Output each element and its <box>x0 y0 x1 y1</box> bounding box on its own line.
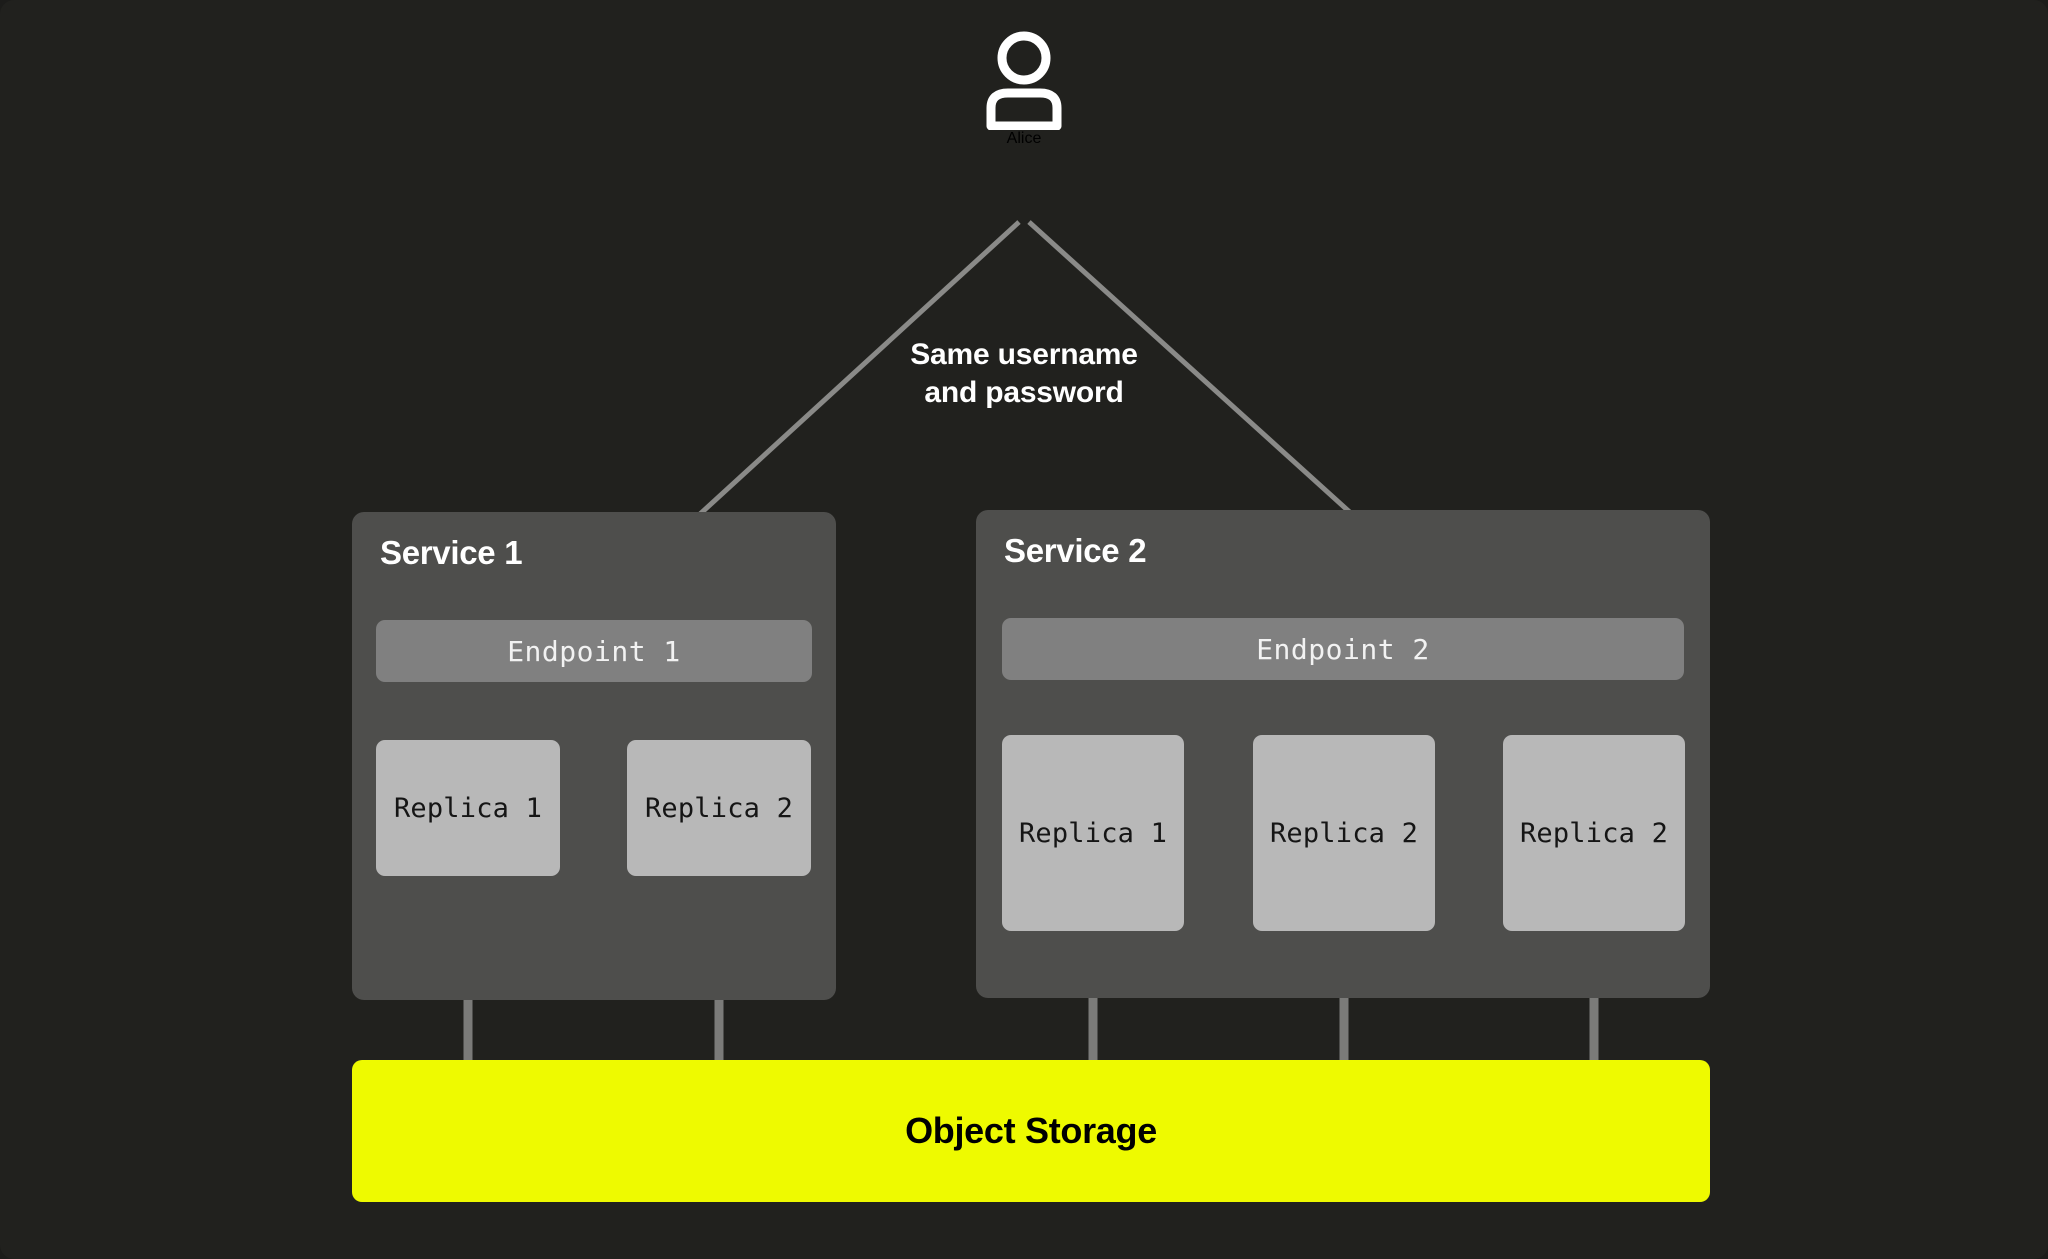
edge-caption-line-2: and password <box>924 376 1124 410</box>
replica-box[interactable]: Replica 1 <box>1002 735 1184 931</box>
replica-box[interactable]: Replica 2 <box>627 740 811 876</box>
actor-label: Alice <box>1006 130 1042 147</box>
service-title-1: Service 1 <box>380 534 523 571</box>
endpoint-2[interactable]: Endpoint 2 <box>1002 618 1684 680</box>
object-storage-bar[interactable]: Object Storage <box>352 1060 1710 1202</box>
edge-caption-line-1: Same username <box>910 338 1138 371</box>
replica-box[interactable]: Replica 2 <box>1503 735 1685 931</box>
replica-box[interactable]: Replica 1 <box>376 740 560 876</box>
user-icon <box>986 31 1062 130</box>
service-title-2: Service 2 <box>1004 532 1147 569</box>
edge-caption: Same username and password <box>834 336 1214 413</box>
replica-box[interactable]: Replica 2 <box>1253 735 1435 931</box>
endpoint-1[interactable]: Endpoint 1 <box>376 620 812 682</box>
actor-alice: Alice <box>964 30 1084 148</box>
